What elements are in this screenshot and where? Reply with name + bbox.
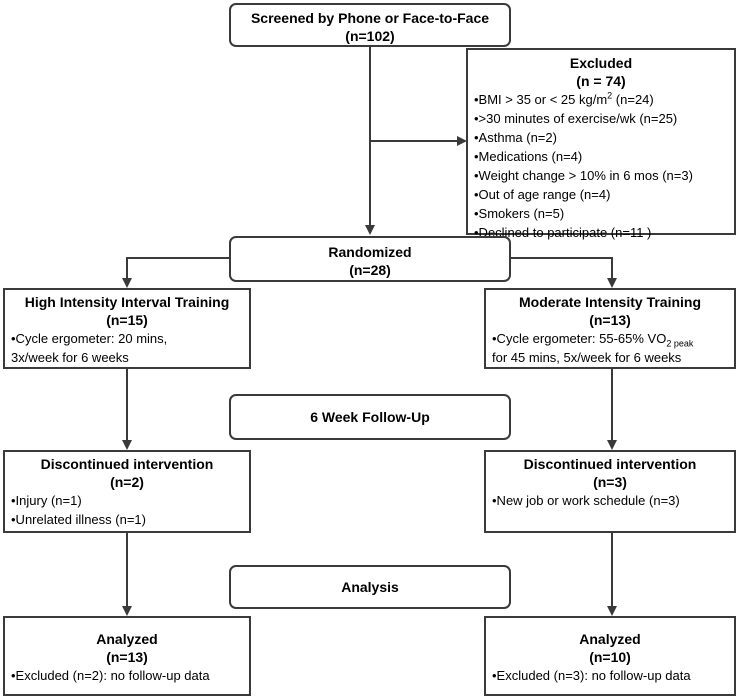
excluded-item: •Medications (n=4) [474, 149, 583, 164]
screened-title: Screened by Phone or Face-to-Face [250, 10, 490, 26]
disc-right-reason: •New job or work schedule (n=3) [492, 493, 680, 508]
arrow-randomized-to-hiit [122, 257, 230, 288]
hiit-title: High Intensity Interval Training [24, 294, 230, 310]
randomized-title: Randomized [328, 244, 412, 260]
hiit-protocol-line: 3x/week for 6 weeks [11, 350, 129, 365]
analyzed-left-box: Analyzed (n=13) •Excluded (n=2): no foll… [3, 616, 251, 696]
followup-label: 6 Week Follow-Up [310, 409, 430, 425]
excluded-box: Excluded (n = 74) •BMI > 35 or < 25 kg/m… [466, 48, 736, 240]
analyzed-left-count: (n=13) [106, 649, 148, 665]
mit-count: (n=13) [589, 312, 631, 328]
disc-left-title: Discontinued intervention [40, 456, 214, 472]
mit-protocol-line: •Cycle ergometer: 55-65% VO2 peak [492, 331, 694, 349]
mit-protocol-line: for 45 mins, 5x/week for 6 weeks [492, 350, 682, 365]
disc-left-count: (n=2) [110, 474, 144, 490]
mit-title: Moderate Intensity Training [518, 294, 702, 310]
disc-left-box: Discontinued intervention (n=2) •Injury … [3, 450, 251, 533]
excluded-item: •Weight change > 10% in 6 mos (n=3) [474, 168, 693, 183]
hiit-count: (n=15) [106, 312, 148, 328]
disc-right-title: Discontinued intervention [523, 456, 697, 472]
excluded-item: •BMI > 35 or < 25 kg/m2 (n=24) [474, 90, 654, 107]
excluded-item: •Declined to participate (n=11 ) [474, 225, 652, 240]
randomized-box: Randomized (n=28) [229, 236, 511, 282]
excluded-title: Excluded [569, 55, 633, 71]
excluded-item: •Smokers (n=5) [474, 206, 565, 221]
analyzed-right-title: Analyzed [579, 631, 641, 647]
analysis-box: Analysis [229, 565, 511, 609]
excluded-reasons: •BMI > 35 or < 25 kg/m2 (n=24) •>30 minu… [474, 90, 734, 242]
randomized-count: (n=28) [349, 262, 391, 278]
analyzed-left-title: Analyzed [96, 631, 158, 647]
analyzed-right-box: Analyzed (n=10) •Excluded (n=3): no foll… [484, 616, 736, 696]
arrow-randomized-to-mit [511, 257, 617, 288]
hiit-protocol-line: •Cycle ergometer: 20 mins, [11, 331, 168, 346]
screened-box: Screened by Phone or Face-to-Face (n=102… [229, 3, 511, 47]
disc-left-reason: •Unrelated illness (n=1) [11, 512, 146, 527]
screened-count: (n=102) [345, 28, 395, 44]
analyzed-right-note: •Excluded (n=3): no follow-up data [492, 668, 691, 683]
hiit-box: High Intensity Interval Training (n=15) … [3, 288, 251, 369]
analyzed-left-note: •Excluded (n=2): no follow-up data [11, 668, 210, 683]
excluded-item: •>30 minutes of exercise/wk (n=25) [474, 111, 678, 126]
excluded-item: •Out of age range (n=4) [474, 187, 611, 202]
disc-right-box: Discontinued intervention (n=3) •New job… [484, 450, 736, 533]
followup-box: 6 Week Follow-Up [229, 394, 511, 440]
analyzed-right-count: (n=10) [589, 649, 631, 665]
disc-left-reason: •Injury (n=1) [11, 493, 82, 508]
disc-right-count: (n=3) [593, 474, 627, 490]
excluded-count: (n = 74) [576, 73, 626, 89]
analysis-label: Analysis [341, 579, 399, 595]
excluded-item: •Asthma (n=2) [474, 130, 557, 145]
mit-box: Moderate Intensity Training (n=13) •Cycl… [484, 288, 736, 369]
